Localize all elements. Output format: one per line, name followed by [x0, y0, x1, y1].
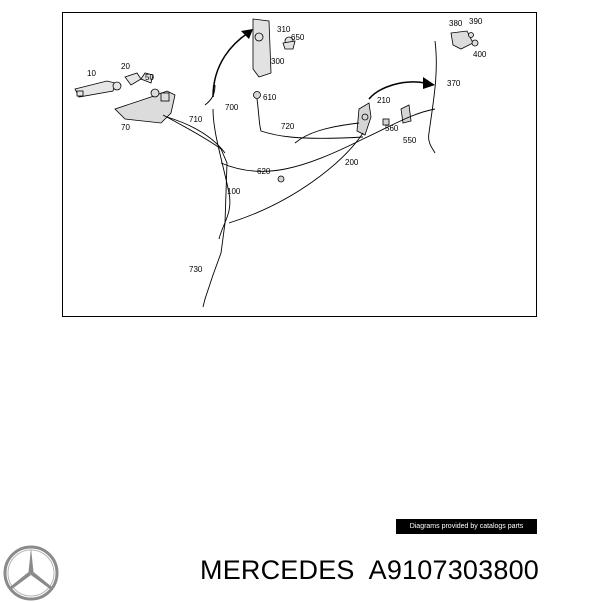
part-number: A9107303800: [368, 555, 539, 585]
parts-diagram: 10 20 50 70 310 650 300 380 390 400 370 …: [62, 12, 537, 317]
callout-label: 210: [377, 96, 391, 105]
callout-label: 70: [121, 123, 130, 132]
callout-label: 200: [345, 158, 359, 167]
diagram-drawing: 10 20 50 70 310 650 300 380 390 400 370 …: [74, 17, 487, 308]
brand-name: MERCEDES: [200, 555, 355, 585]
callout-label: 650: [291, 33, 305, 42]
outer-door-handle-part: [74, 72, 154, 98]
door-lock-part: [253, 91, 412, 183]
callout-labels: 10 20 50 70 310 650 300 380 390 400 370 …: [87, 17, 487, 274]
bracket-part: [252, 18, 296, 78]
callout-label: 400: [473, 50, 487, 59]
callout-label: 720: [281, 122, 295, 131]
diagram-credit-badge: Diagrams provided by catalogs parts: [396, 519, 537, 534]
callout-label: 730: [189, 265, 203, 274]
arrows: [212, 32, 426, 100]
lock-actuator-part: [450, 30, 479, 50]
handle-carrier-part: [114, 88, 176, 124]
callout-label: 20: [121, 62, 130, 71]
callout-label: 620: [257, 167, 271, 176]
three-pointed-star-logo-icon: [3, 545, 59, 601]
callout-label: 390: [469, 17, 483, 26]
callout-label: 10: [87, 69, 96, 78]
callout-label: 380: [449, 19, 463, 28]
callout-label: 370: [447, 79, 461, 88]
callout-label: 550: [403, 136, 417, 145]
callout-label: 50: [145, 73, 154, 82]
callout-label: 310: [277, 25, 291, 34]
callout-label: 700: [225, 103, 239, 112]
cables: [162, 40, 437, 308]
arrowheads: [241, 29, 435, 89]
callout-label: 100: [227, 187, 241, 196]
callout-label: 710: [189, 115, 203, 124]
callout-label: 610: [263, 93, 277, 102]
callout-label: 300: [271, 57, 285, 66]
callout-label: 560: [385, 124, 399, 133]
part-caption: MERCEDES A9107303800: [200, 553, 539, 587]
